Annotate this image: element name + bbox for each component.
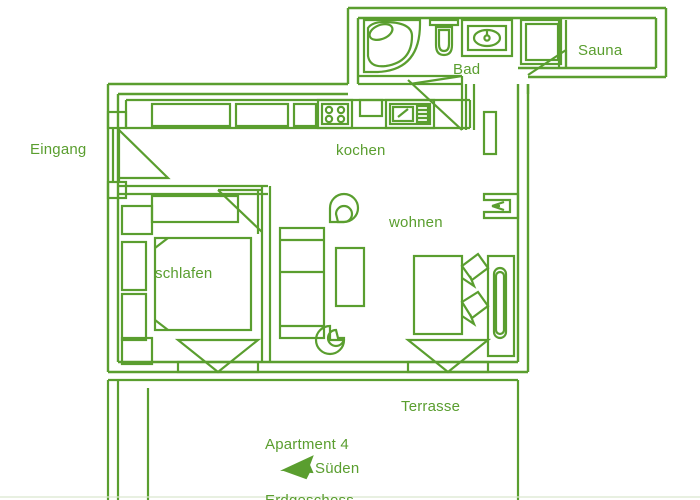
- dining-chair-lower-icon: [460, 290, 490, 327]
- entrance-door-jamb-bottom: [106, 180, 128, 200]
- bedroom-terrace-door: [174, 338, 262, 374]
- stove-four-burner-icon: [316, 98, 354, 130]
- living-terrace-door: [404, 338, 492, 374]
- armchair-bottom-icon: [314, 324, 346, 356]
- bedroom-door-swing-north: [217, 188, 263, 233]
- room-label-kochen: kochen: [336, 142, 386, 159]
- living-terrace-threshold: [406, 360, 490, 374]
- bath-door-swing: [409, 74, 464, 130]
- plan-title: Apartment 4: [265, 435, 349, 453]
- wardrobe-upper: [120, 240, 148, 292]
- bathtub-icon: [362, 18, 422, 74]
- nightstand-top: [120, 204, 154, 236]
- kitchen-sink-icon: [358, 98, 384, 118]
- corridor-wall-right: [464, 84, 476, 130]
- double-bed: [153, 236, 253, 332]
- entrance-group: [106, 110, 171, 200]
- livingroom-group: [278, 192, 520, 374]
- dining-table: [412, 254, 464, 336]
- room-label-sauna: Sauna: [578, 42, 623, 59]
- terrace-group: [0, 378, 700, 500]
- room-label-schlafen: schlafen: [155, 265, 213, 282]
- outer-wall-bath-block-inner: [356, 16, 658, 84]
- sauna-door-swing: [527, 49, 568, 76]
- bed-corner-fold-top: [154, 237, 169, 249]
- room-label-terrasse: Terrasse: [401, 398, 461, 415]
- outer-wall-bath-block: [346, 6, 668, 84]
- plan-floor-label: Erdgeschoss: [265, 492, 354, 500]
- dining-chair-upper-icon: [460, 252, 490, 289]
- room-label-eingang: Eingang: [30, 141, 87, 158]
- compass-label-sueden: Süden: [315, 460, 360, 477]
- kitchen-group: [124, 98, 472, 130]
- bedroom-terrace-threshold: [176, 360, 260, 374]
- wall-outline-group: [106, 6, 668, 374]
- outer-wall-main: [106, 82, 530, 374]
- entrance-door-leaf: [111, 128, 121, 182]
- vanity-sink-icon: [460, 18, 514, 58]
- bedroom-east-wall: [260, 186, 272, 362]
- bedroom-north-wall: [118, 184, 268, 196]
- wall-jog-right: [516, 84, 530, 94]
- coffee-table: [334, 246, 366, 308]
- wall-shelf-plant-icon: [482, 192, 520, 220]
- bed-headboard: [150, 194, 240, 224]
- nightstand-bottom: [120, 336, 154, 366]
- room-label-wohnen: wohnen: [389, 214, 443, 231]
- corridor-niche: [482, 110, 498, 156]
- sofa-three-seat-icon: [278, 226, 326, 340]
- cabinet-1: [150, 102, 232, 128]
- outer-wall-main-inner: [116, 92, 520, 364]
- toilet-icon: [428, 18, 460, 57]
- compass-arrow-icon: [280, 455, 314, 480]
- cabinet-2: [234, 102, 290, 128]
- oven-microwave-icon: [384, 98, 436, 130]
- sideboard-with-vase-icon: [486, 254, 516, 358]
- entrance-door-swing: [118, 129, 171, 180]
- bedroom-group: [118, 184, 272, 374]
- armchair-top-icon: [328, 192, 360, 224]
- plan-title-block: Apartment 4 Erdgeschoss: [265, 398, 354, 500]
- cabinet-3: [292, 102, 318, 128]
- wardrobe-lower: [120, 292, 148, 342]
- corridor-group: [464, 84, 498, 156]
- entrance-door-jamb-top: [106, 110, 128, 130]
- room-label-bad: Bad: [453, 61, 481, 78]
- bed-corner-fold-bottom: [154, 319, 169, 331]
